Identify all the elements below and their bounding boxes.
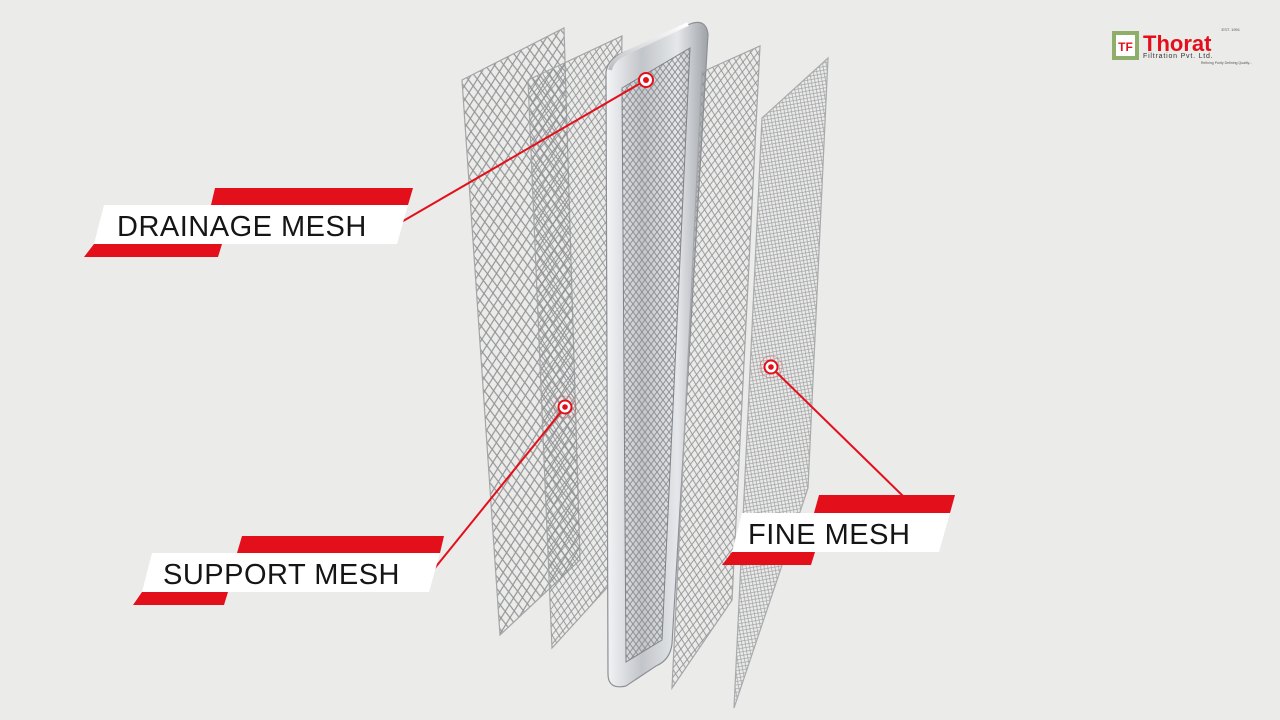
drainage-mesh-label: DRAINAGE MESH (117, 211, 367, 243)
logo-monogram: TF (1118, 40, 1133, 54)
mesh-panel-front (671, 45, 761, 691)
fine-mesh-callout: FINE MESH (722, 495, 955, 565)
callout-leaders (397, 79, 906, 575)
company-logo: TF Thorat EST. 1991 Filtration Pvt. Ltd.… (1112, 27, 1252, 65)
logo-brand: Thorat (1143, 31, 1212, 56)
logo-subtitle: Filtration Pvt. Ltd. (1143, 53, 1213, 60)
support-mesh-label: SUPPORT MESH (163, 559, 400, 591)
logo-badge: EST. 1991 (1222, 27, 1241, 32)
logo-tagline: Refining Purity Defining Quality... (1201, 61, 1252, 65)
fine-mesh-label: FINE MESH (748, 519, 910, 551)
hotspot-fine (759, 355, 783, 379)
support-mesh-callout: SUPPORT MESH (133, 536, 444, 605)
drainage-mesh-callout: DRAINAGE MESH (84, 188, 413, 257)
drainage-mesh-frame (605, 21, 709, 688)
hotspot-drainage (638, 72, 654, 88)
hotspot-support (553, 395, 577, 419)
